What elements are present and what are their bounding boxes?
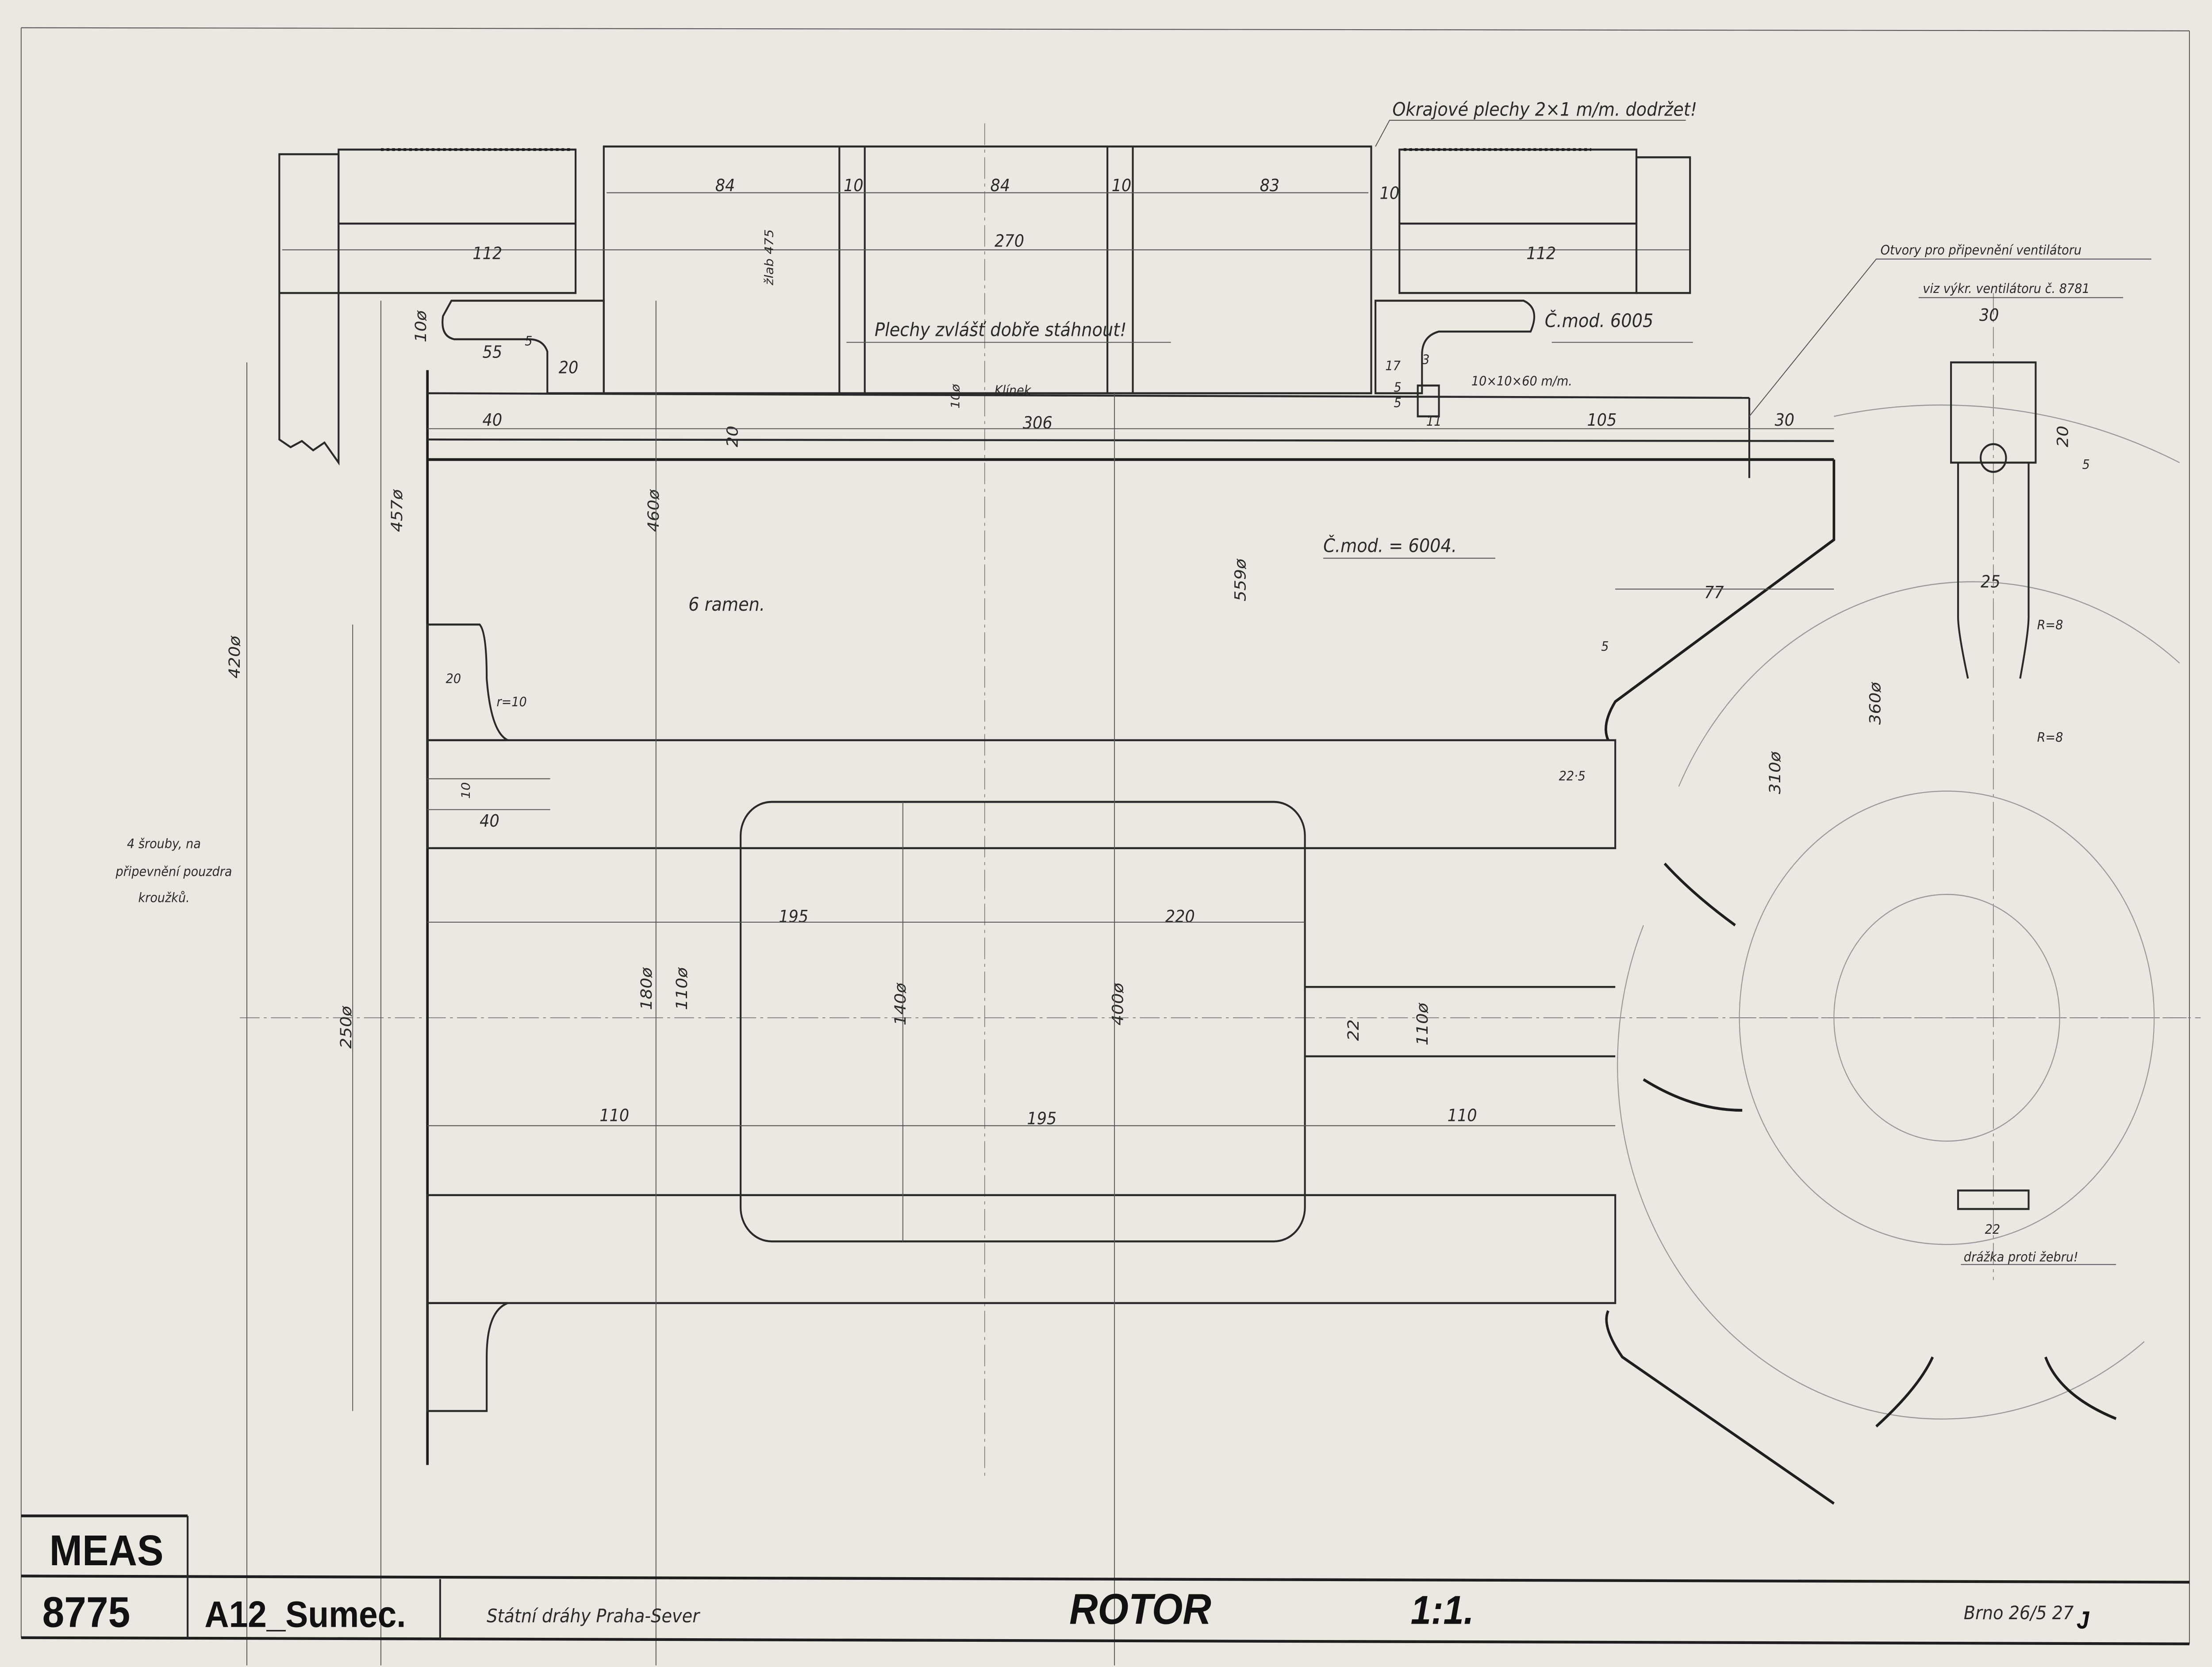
dim-label: 3	[1422, 352, 1429, 367]
note-fan-holes-1: Otvory pro připevnění ventilátoru	[1881, 243, 2081, 258]
dim-label: 400ø	[1109, 982, 1127, 1025]
hub-outline	[426, 370, 1836, 1505]
leader-lines	[846, 119, 2151, 1265]
note-groove: drážka proti žebru!	[1964, 1249, 2078, 1264]
end-winding-right	[1398, 148, 1691, 294]
dim-label: 40	[480, 811, 499, 831]
dim-label: 10	[844, 176, 864, 196]
dim-label: 110	[1448, 1105, 1477, 1125]
dim-label: 84	[715, 176, 735, 196]
dim-label: 180ø	[637, 967, 656, 1010]
note-screws-1: 4 šrouby, na	[127, 836, 201, 851]
drawing-title: ROTOR	[1069, 1585, 1211, 1633]
annotations: Okrajové plechy 2×1 m/m. dodržet! Plechy…	[115, 99, 2090, 1265]
dim-label: 5	[1601, 639, 1609, 654]
dim-label: 5	[2082, 457, 2090, 472]
dim-label: 55	[483, 342, 503, 362]
dim-label: 10	[1112, 176, 1132, 196]
dim-label: 5	[1394, 395, 1402, 410]
note-fan-holes-2: viz výkr. ventilátoru č. 8781	[1923, 281, 2089, 296]
dim-label: 105	[1587, 410, 1617, 430]
title-block: MEAS 8775 A12_Sumec. Státní dráhy Praha-…	[21, 1514, 2189, 1645]
dim-label: 40	[483, 410, 503, 430]
scale-label: 1:1.	[1411, 1588, 1474, 1632]
dim-label: 30	[1979, 305, 1999, 325]
pressure-ring-left	[442, 300, 605, 394]
note-klinek: Klínek	[995, 383, 1032, 398]
note-slot: žlab 475	[762, 229, 776, 286]
dim-label: 10ø	[412, 310, 430, 343]
note-screws-3: kroužků.	[138, 890, 190, 905]
dim-label: 22	[1985, 1222, 2000, 1237]
dim-label: 77	[1704, 583, 1724, 603]
dim-label: 195	[1027, 1109, 1056, 1128]
note-arms: 6 ramen.	[688, 594, 765, 615]
dim-label: 195	[779, 906, 808, 926]
note-mod-6004: Č.mod. = 6004.	[1323, 535, 1457, 557]
dim-label: 460ø	[645, 489, 663, 532]
drawing-number: 8775	[42, 1588, 131, 1636]
dim-label: 110	[599, 1105, 629, 1125]
note-screws-2: připevnění pouzdra	[115, 864, 232, 879]
dim-label: 110ø	[1413, 1003, 1432, 1046]
dim-label: 10	[459, 782, 473, 799]
pressure-ring-right	[1374, 300, 1536, 394]
note-edge-sheets: Okrajové plechy 2×1 m/m. dodržet!	[1392, 99, 1697, 120]
dim-label: 10ø	[949, 384, 963, 408]
dim-label: 220	[1165, 906, 1195, 926]
dim-label: 20	[446, 671, 461, 686]
end-winding-left	[278, 148, 577, 466]
dimensions: 84 10 84 10 83 10 112 270 112 10ø 55 5 2…	[226, 176, 2090, 1666]
dim-label: 420ø	[226, 635, 244, 678]
dim-label: r=10	[496, 694, 526, 709]
note-press-sheets: Plechy zvlášť dobře stáhnout!	[875, 320, 1127, 341]
dim-label: 84	[991, 176, 1010, 196]
series-label: MEAS	[50, 1526, 164, 1575]
locomotive-label: A12_Sumec.	[204, 1593, 406, 1635]
dim-label: 140ø	[891, 982, 910, 1025]
hub-section	[426, 624, 1617, 1412]
dim-label: 5	[1394, 380, 1402, 395]
sheet-frame	[20, 27, 2190, 1644]
dim-label: 112	[472, 243, 502, 263]
side-view	[1617, 361, 2180, 1428]
dim-label: 250ø	[337, 1005, 355, 1048]
dim-label: 5	[525, 333, 532, 348]
dim-label: 559ø	[1231, 558, 1249, 601]
dim-label: 10	[1380, 183, 1400, 203]
dim-label: 20	[2054, 426, 2072, 447]
dim-label: 112	[1526, 243, 1556, 263]
dim-label: 360ø	[1866, 682, 1884, 725]
rotor-core	[282, 145, 1690, 394]
dim-label: 270	[995, 231, 1024, 251]
note-mod-6005: Č.mod. 6005	[1545, 309, 1654, 331]
dim-label: 110ø	[672, 967, 691, 1010]
dim-label: 22	[1344, 1019, 1362, 1041]
key	[1417, 384, 1440, 418]
signature: J	[2077, 1607, 2090, 1634]
owner-label: Státní dráhy Praha-Sever	[487, 1605, 700, 1627]
place-date: Brno 26/5 27	[1964, 1602, 2074, 1624]
dim-label: 20	[559, 358, 579, 377]
dim-label: 83	[1260, 176, 1280, 196]
dim-label: 306	[1023, 413, 1052, 433]
dim-label: 11	[1426, 414, 1441, 429]
dim-label: 20	[723, 426, 741, 447]
dim-label-radius: R=8	[2037, 617, 2063, 632]
dim-label: 310ø	[1766, 751, 1784, 794]
dim-label: 30	[1774, 410, 1794, 430]
dim-label-radius: R=8	[2037, 730, 2063, 745]
dim-label: 22·5	[1559, 768, 1586, 783]
note-key: 10×10×60 m/m.	[1471, 373, 1572, 389]
dim-label: 25	[1981, 572, 2001, 592]
dim-label: 17	[1385, 358, 1400, 373]
dim-label: 457ø	[388, 489, 406, 532]
